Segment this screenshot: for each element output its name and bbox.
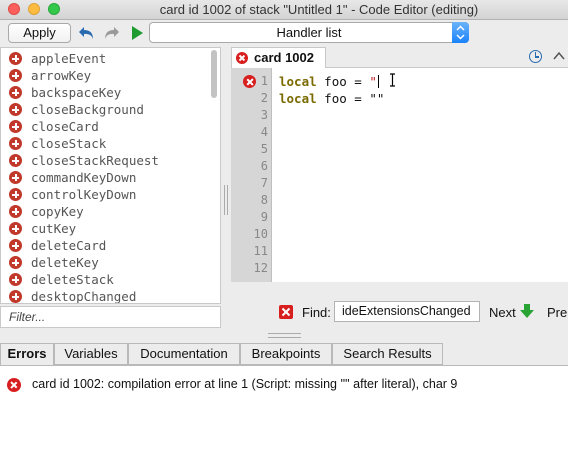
- plus-icon[interactable]: [9, 86, 22, 99]
- plus-icon[interactable]: [9, 137, 22, 150]
- tab-documentation[interactable]: Documentation: [128, 343, 240, 365]
- list-item[interactable]: commandKeyDown: [1, 169, 206, 186]
- plus-icon[interactable]: [9, 290, 22, 303]
- tab-label: card 1002: [254, 50, 314, 65]
- line-number: 1: [260, 74, 268, 88]
- zoom-window-button[interactable]: [48, 3, 60, 15]
- toolbar: Apply Handler list: [0, 20, 568, 47]
- tab-variables[interactable]: Variables: [54, 343, 128, 365]
- list-item[interactable]: deleteCard: [1, 237, 206, 254]
- plus-icon[interactable]: [9, 273, 22, 286]
- window-title: card id 1002 of stack "Untitled 1" - Cod…: [159, 2, 479, 17]
- handler-list-select[interactable]: Handler list: [149, 22, 469, 43]
- list-item[interactable]: arrowKey: [1, 67, 206, 84]
- tab-breakpoints[interactable]: Breakpoints: [240, 343, 332, 365]
- close-window-button[interactable]: [8, 3, 20, 15]
- plus-icon[interactable]: [9, 239, 22, 252]
- editor-tab-bar: card 1002: [231, 47, 568, 68]
- list-item[interactable]: backspaceKey: [1, 84, 206, 101]
- errors-panel: card id 1002: compilation error at line …: [0, 365, 568, 456]
- title-bar: card id 1002 of stack "Untitled 1" - Cod…: [0, 0, 568, 20]
- line-number: 7: [260, 176, 268, 190]
- list-item[interactable]: desktopChanged: [1, 288, 206, 303]
- handler-list-label: Handler list: [276, 25, 342, 40]
- list-item[interactable]: closeStackRequest: [1, 152, 206, 169]
- list-item[interactable]: copyKey: [1, 203, 206, 220]
- collapse-up-icon[interactable]: [552, 49, 566, 63]
- bottom-tab-bar: Errors Variables Documentation Breakpoin…: [0, 343, 568, 365]
- plus-icon[interactable]: [9, 154, 22, 167]
- error-message[interactable]: card id 1002: compilation error at line …: [32, 377, 458, 391]
- list-item[interactable]: cutKey: [1, 220, 206, 237]
- arrow-down-icon[interactable]: [519, 303, 535, 319]
- plus-icon[interactable]: [9, 52, 22, 65]
- find-label: Find:: [302, 305, 331, 320]
- line-number: 12: [253, 261, 268, 275]
- line-number: 9: [260, 210, 268, 224]
- list-item[interactable]: closeStack: [1, 135, 206, 152]
- gutter-divider: [271, 68, 272, 282]
- line-number: 5: [260, 142, 268, 156]
- plus-icon[interactable]: [9, 120, 22, 133]
- line-number-gutter[interactable]: [231, 68, 271, 282]
- code-editor[interactable]: local foo = " local foo = "": [272, 68, 568, 282]
- tab-card-1002[interactable]: card 1002: [231, 47, 326, 68]
- horizontal-splitter[interactable]: [268, 333, 301, 338]
- line-number: 6: [260, 159, 268, 173]
- find-input[interactable]: ideExtensionsChanged: [334, 301, 480, 322]
- plus-icon[interactable]: [9, 205, 22, 218]
- minimize-window-button[interactable]: [28, 3, 40, 15]
- code-line[interactable]: local foo = ": [279, 74, 379, 89]
- list-item[interactable]: appleEvent: [1, 50, 206, 67]
- code-line[interactable]: local foo = "": [279, 91, 385, 106]
- run-icon[interactable]: [128, 24, 146, 42]
- plus-icon[interactable]: [9, 188, 22, 201]
- plus-icon[interactable]: [9, 256, 22, 269]
- line-number: 11: [253, 244, 268, 258]
- error-icon: [7, 378, 21, 392]
- list-item[interactable]: deleteStack: [1, 271, 206, 288]
- list-item[interactable]: deleteKey: [1, 254, 206, 271]
- line-number: 2: [260, 91, 268, 105]
- line-number: 3: [260, 108, 268, 122]
- filter-placeholder: Filter...: [9, 310, 46, 324]
- plus-icon[interactable]: [9, 171, 22, 184]
- line-number: 10: [253, 227, 268, 241]
- select-arrows-icon: [452, 22, 469, 43]
- undo-icon[interactable]: [78, 24, 96, 42]
- history-clock-icon[interactable]: [529, 50, 542, 63]
- message-list-scrollbar[interactable]: [211, 50, 217, 98]
- ibeam-cursor-icon: [390, 73, 395, 87]
- tab-errors[interactable]: Errors: [0, 343, 54, 365]
- line-number: 8: [260, 193, 268, 207]
- find-next-button[interactable]: Next: [489, 305, 516, 320]
- tab-search-results[interactable]: Search Results: [332, 343, 443, 365]
- filter-input[interactable]: Filter...: [0, 306, 221, 328]
- vertical-splitter[interactable]: [224, 185, 228, 215]
- find-prev-button[interactable]: Pre: [547, 305, 568, 320]
- apply-button[interactable]: Apply: [8, 23, 71, 43]
- text-caret: [377, 75, 379, 88]
- list-item[interactable]: closeCard: [1, 118, 206, 135]
- plus-icon[interactable]: [9, 69, 22, 82]
- error-marker-icon[interactable]: [243, 75, 256, 88]
- close-tab-icon[interactable]: [236, 52, 248, 64]
- line-number: 4: [260, 125, 268, 139]
- plus-icon[interactable]: [9, 103, 22, 116]
- plus-icon[interactable]: [9, 222, 22, 235]
- close-find-icon[interactable]: [279, 305, 293, 319]
- redo-icon[interactable]: [102, 24, 120, 42]
- list-item[interactable]: controlKeyDown: [1, 186, 206, 203]
- find-bar: Find: ideExtensionsChanged Next Pre: [231, 296, 568, 326]
- list-item[interactable]: closeBackground: [1, 101, 206, 118]
- message-list[interactable]: appleEvent arrowKey backspaceKey closeBa…: [0, 47, 221, 304]
